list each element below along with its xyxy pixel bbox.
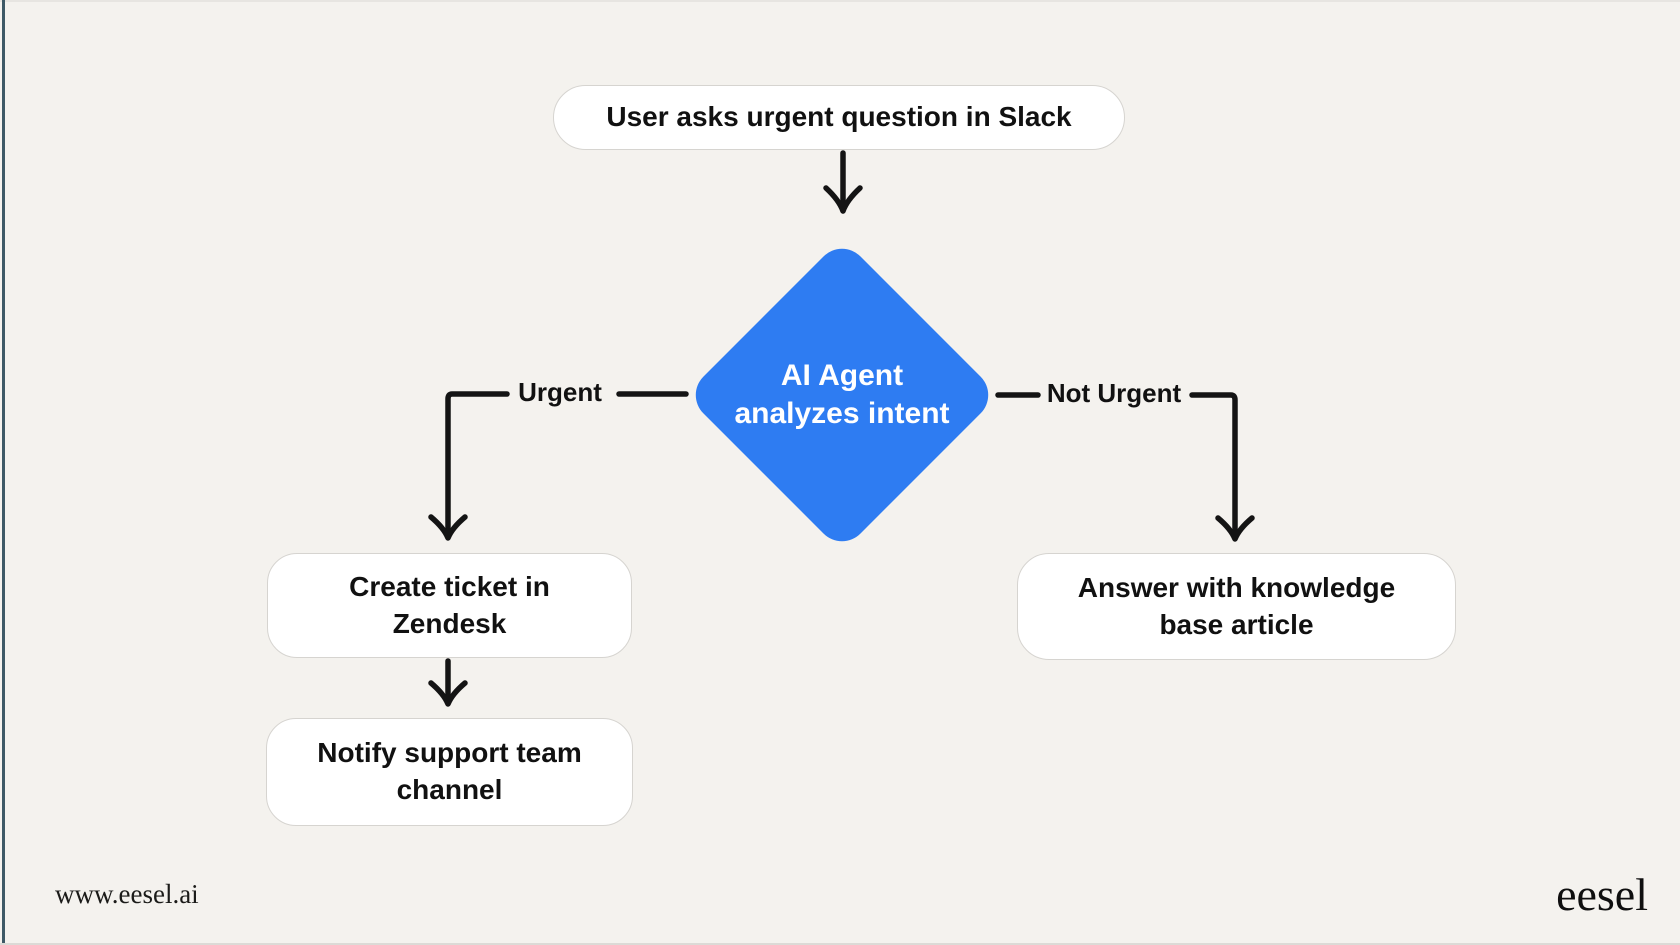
node-create-ticket: Create ticket in Zendesk xyxy=(267,553,632,658)
node-start-label: User asks urgent question in Slack xyxy=(606,101,1072,133)
node-answer-kb: Answer with knowledge base article xyxy=(1017,553,1456,660)
edge-not-urgent-arrow-head xyxy=(1215,515,1255,542)
edge-urgent-elbow xyxy=(445,391,510,535)
arrow-start-to-decision-head xyxy=(823,185,863,214)
top-edge-line xyxy=(0,0,1680,2)
node-create-ticket-line2: Zendesk xyxy=(392,607,507,639)
node-answer-kb-line2: base article xyxy=(1159,608,1314,640)
node-answer-kb-line1: Answer with knowledge xyxy=(1077,571,1396,603)
edge-not-urgent-elbow xyxy=(1189,392,1238,536)
edge-label-not-urgent: Not Urgent xyxy=(1046,378,1182,408)
bottom-edge-line xyxy=(0,943,1680,945)
node-create-ticket-line1: Create ticket in xyxy=(349,570,550,602)
edge-label-urgent: Urgent xyxy=(518,377,602,407)
node-notify-channel-line2: channel xyxy=(396,774,503,805)
node-decision-label: AI Agent analyzes intent xyxy=(692,330,992,460)
website-url: www.eesel.ai xyxy=(55,879,199,909)
edge-urgent-arrow-head xyxy=(428,514,468,541)
node-start: User asks urgent question in Slack xyxy=(553,85,1125,150)
node-notify-channel: Notify support team channel xyxy=(266,718,633,826)
brand-logo: eesel xyxy=(1556,869,1648,920)
node-notify-channel-line1: Notify support team xyxy=(317,737,582,769)
left-edge-line xyxy=(2,0,5,945)
arrow-ticket-to-notify-head xyxy=(428,680,468,707)
decision-label-line2: analyzes intent xyxy=(734,397,950,430)
decision-label-line1: AI Agent xyxy=(780,358,904,392)
